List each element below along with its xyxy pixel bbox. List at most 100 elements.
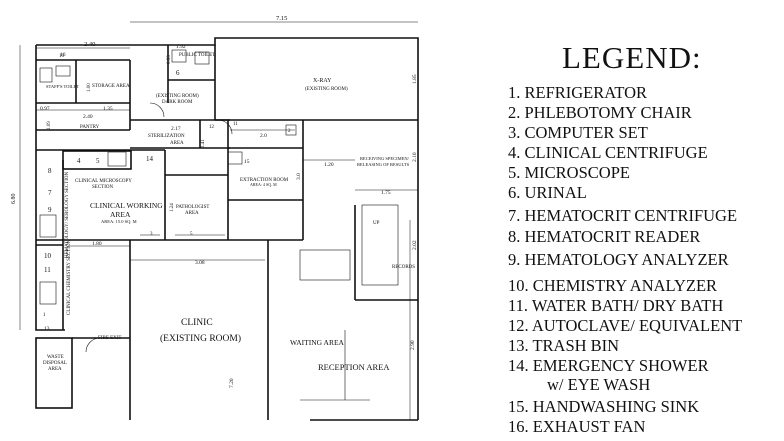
dimension-label: 3.08 [195, 260, 205, 266]
legend-item: 13. TRASH BIN [508, 336, 620, 355]
legend-item-continuation: w/ EYE WASH [547, 375, 651, 394]
dimension-label: 1.85 [412, 74, 418, 84]
legend-item: 10. CHEMISTRY ANALYZER [508, 276, 718, 295]
dimension-label: 1.09 [47, 121, 52, 130]
legend-item: 8. HEMATOCRIT READER [508, 227, 701, 246]
equipment-marker: 15 [244, 159, 250, 165]
walls [35, 37, 419, 421]
equipment-marker: 1 [43, 313, 46, 318]
room-label: STORAGE AREA [92, 84, 130, 89]
equipment-marker: 10 [44, 252, 52, 260]
legend-item: 11. WATER BATH/ DRY BATH [508, 296, 724, 315]
dimension-label: 0.97 [40, 106, 50, 112]
equipment-marker: 2 [288, 129, 291, 134]
equipment-marker: 16 [59, 54, 65, 59]
legend-item: 15. HANDWASHING SINK [508, 397, 700, 416]
dimension-label: 1.00 [87, 83, 92, 92]
room-label: RECEIVING SPECIMEN/ [360, 156, 410, 161]
dimension-lines [19, 21, 418, 420]
dimension-label: 1.80 [92, 241, 102, 247]
legend-item: 4. CLINICAL CENTRIFUGE [508, 143, 708, 162]
dimension-label: 1.20 [324, 162, 334, 168]
room-label: AREA [110, 210, 131, 219]
legend-item: 14. EMERGENCY SHOWER [508, 356, 709, 375]
legend-item: 1. REFRIGERATOR [508, 83, 648, 102]
legend-item: 16. EXHAUST FAN [508, 417, 646, 436]
room-label: AREA: 15.0 SQ. M [101, 219, 137, 224]
equipment-marker: 6 [176, 69, 180, 77]
room-label: PUBLIC TOILET [179, 53, 215, 58]
dimension-label: 1.24 [170, 203, 175, 212]
room-label: STAFF'S TOILET [46, 84, 79, 89]
legend-title: LEGEND: [562, 40, 702, 75]
equipment-marker: 9 [48, 206, 52, 214]
equipment-marker: 4 [77, 157, 81, 165]
legend-item: 6. URINAL [508, 183, 587, 202]
room-label: WAITING AREA [290, 338, 345, 347]
room-label: (EXISTING ROOM) [160, 333, 241, 344]
room-label: PATHOLOGIST [176, 205, 209, 210]
dimension-label: 2.10 [412, 152, 418, 162]
equipment-marker: 12 [209, 125, 215, 130]
room-label: (EXISTING ROOM) [156, 94, 199, 99]
room-label: AREA [185, 211, 199, 216]
room-label: CLINICAL WORKING [90, 201, 163, 210]
room-label: SECTION [92, 185, 114, 190]
room-label: FIRE EXIT [98, 336, 121, 341]
equipment-markers: 6 12 11 2 4 5 14 15 8 7 9 3 5 10 11 13 1… [43, 54, 291, 332]
legend-item: 12. AUTOCLAVE/ EQUIVALENT [508, 316, 743, 335]
legend-item: 9. HEMATOLOGY ANALYZER [508, 250, 729, 269]
dimension-label: 2.02 [412, 240, 418, 250]
dimension-label: 1.75 [381, 190, 391, 196]
legend-item: 7. HEMATOCRIT CENTRIFUGE [508, 206, 738, 225]
dimension-label: 7.20 [229, 378, 235, 388]
dimension-label: 0.93 [167, 55, 172, 64]
room-labels: STAFF'S TOILET STORAGE AREA PUBLIC TOILE… [43, 53, 415, 372]
dimension-label: 1.41 [201, 139, 206, 148]
dimension-label: 2.40 [83, 114, 93, 120]
dimension-label: 2.0 [260, 133, 267, 139]
room-label: X-RAY [313, 78, 332, 84]
room-label: RECEPTION AREA [318, 362, 390, 372]
room-label: PANTRY [80, 125, 100, 130]
dimension-label: 16 [60, 52, 66, 58]
equipment-marker: 8 [48, 167, 52, 175]
dimension-label: 2.17 [171, 126, 181, 132]
room-label: STERILIZATION [148, 134, 185, 139]
room-label: RELEASING OF RESULTS [357, 162, 410, 167]
room-label: AREA [170, 141, 184, 146]
room-label: RECORDS [392, 265, 415, 270]
room-label: CLINICAL MICROSCOPY [75, 179, 132, 184]
dimension-label: 2.40 [84, 41, 95, 48]
room-label: UP [373, 221, 380, 226]
equipment-marker: 5 [96, 157, 100, 165]
room-label: DISPOSAL [43, 361, 67, 366]
room-label: CLINICAL CHEMISTRY SECTION [67, 239, 72, 315]
room-label: CLINIC [181, 318, 213, 328]
equipment-marker: 3 [150, 232, 153, 237]
dimension-label: 6.80 [11, 194, 17, 205]
legend-item: 3. COMPUTER SET [508, 123, 648, 142]
dimension-label: 1.92 [176, 44, 186, 50]
equipment-marker: 14 [146, 155, 154, 163]
legend-item: 2. PHLEBOTOMY CHAIR [508, 103, 692, 122]
fixtures [39, 49, 399, 401]
dimension-label: 7.15 [276, 15, 287, 22]
equipment-marker: 13 [44, 326, 50, 332]
room-label: DARK ROOM [162, 100, 193, 105]
equipment-marker: 11 [44, 266, 51, 274]
room-label: AREA: 4 SQ. M [250, 182, 277, 187]
dimension-labels: 7.15 2.40 1.92 16 0.93 1.85 1.00 0.97 1.… [11, 15, 418, 388]
equipment-marker: 5 [190, 232, 193, 237]
equipment-marker: 11 [233, 122, 238, 127]
floor-plan: STAFF'S TOILET STORAGE AREA PUBLIC TOILE… [11, 15, 419, 421]
equipment-marker: 7 [48, 189, 52, 197]
room-label: AREA [48, 367, 62, 372]
room-label: (EXISTING ROOM) [305, 87, 348, 92]
room-label: WASTE [47, 355, 64, 360]
dimension-label: 1.35 [103, 106, 113, 112]
legend-item: 5. MICROSCOPE [508, 163, 630, 182]
room-label: HEMATOLOGY/ SEROLOGY SECTION [65, 172, 70, 259]
dimension-label: 3.0 [296, 173, 302, 180]
room-label: EXTRACTION ROOM [240, 178, 289, 183]
